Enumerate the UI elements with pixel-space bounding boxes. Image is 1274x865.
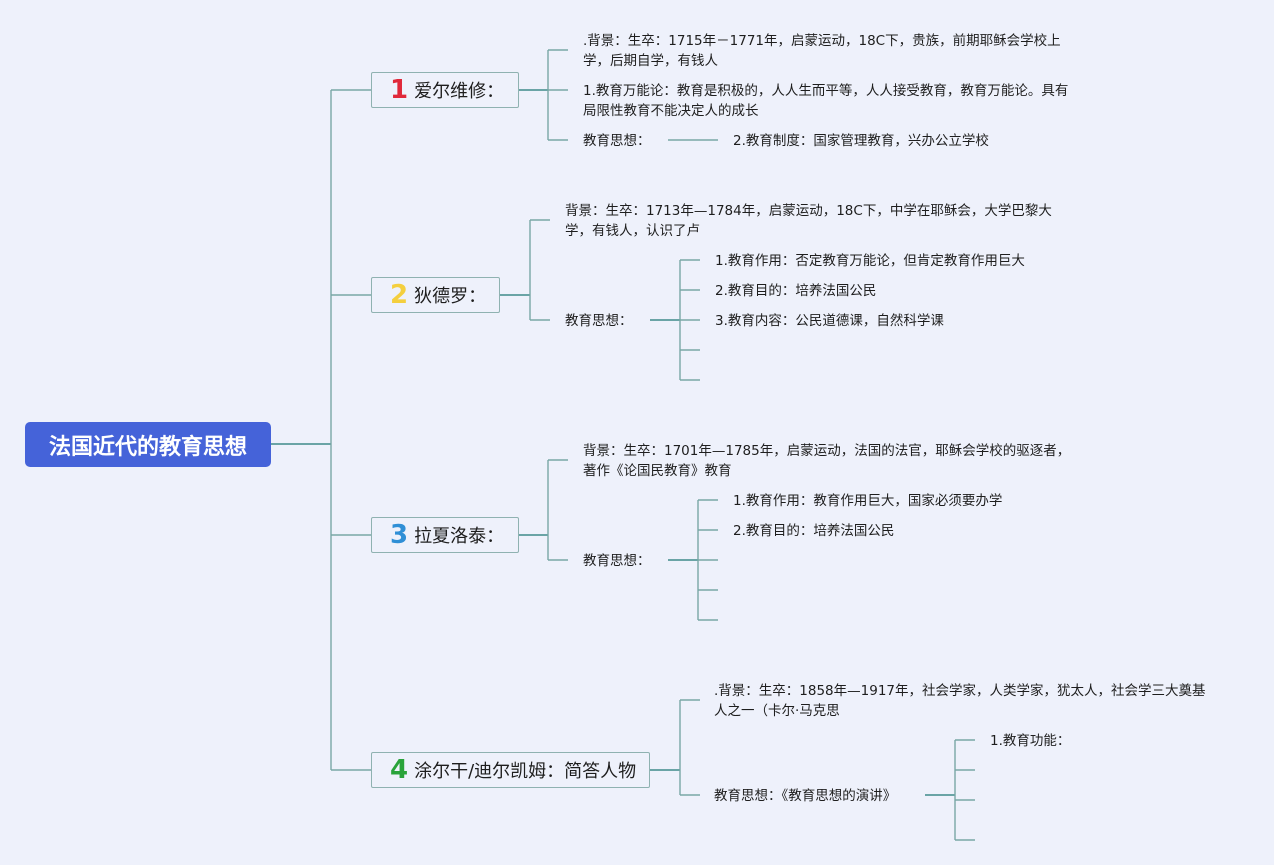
topic-label: 狄德罗： xyxy=(414,286,487,307)
helvetius-point-2[interactable]: 2.教育制度：国家管理教育，兴办公立学校 xyxy=(733,133,989,149)
priority-3-icon: 3 xyxy=(390,520,409,550)
la-chalotais-background[interactable]: 背景：生卒：1701年—1785年，启蒙运动，法国的法官，耶稣会学校的驱逐者，著… xyxy=(583,443,1071,479)
topic-label: 拉夏洛泰： xyxy=(414,526,505,547)
topic-diderot[interactable]: 2 狄德罗： xyxy=(371,277,500,313)
topic-durkheim[interactable]: 4 涂尔干/迪尔凯姆：简答人物 xyxy=(371,752,650,788)
la-chalotais-item-1[interactable]: 1.教育作用：教育作用巨大，国家必须要办学 xyxy=(733,493,1003,509)
diderot-background[interactable]: 背景：生卒：1713年—1784年，启蒙运动，18C下，中学在耶稣会，大学巴黎大… xyxy=(565,203,1052,239)
diderot-thought[interactable]: 教育思想： xyxy=(565,313,633,329)
helvetius-point-1[interactable]: 1.教育万能论：教育是积极的，人人生而平等，人人接受教育，教育万能论。具有局限性… xyxy=(583,83,1069,119)
root-label: 法国近代的教育思想 xyxy=(48,434,247,460)
la-chalotais-thought[interactable]: 教育思想： xyxy=(583,553,651,569)
diderot-item-3[interactable]: 3.教育内容：公民道德课，自然科学课 xyxy=(715,313,944,329)
durkheim-thought[interactable]: 教育思想：《教育思想的演讲》 xyxy=(714,788,897,804)
topic-la-chalotais[interactable]: 3 拉夏洛泰： xyxy=(371,517,519,553)
la-chalotais-item-2[interactable]: 2.教育目的：培养法国公民 xyxy=(733,523,895,539)
durkheim-item-1[interactable]: 1.教育功能： xyxy=(990,733,1071,749)
diderot-item-1[interactable]: 1.教育作用：否定教育万能论，但肯定教育作用巨大 xyxy=(715,253,1025,269)
root-topic[interactable]: 法国近代的教育思想 xyxy=(25,422,271,467)
diderot-item-2[interactable]: 2.教育目的：培养法国公民 xyxy=(715,283,877,299)
helvetius-thought[interactable]: 教育思想： xyxy=(583,133,651,149)
topic-label: 爱尔维修： xyxy=(414,81,505,102)
helvetius-background[interactable]: .背景：生卒：1715年－1771年，启蒙运动，18C下，贵族，前期耶稣会学校上… xyxy=(583,33,1061,69)
priority-1-icon: 1 xyxy=(390,75,409,105)
durkheim-background[interactable]: .背景：生卒：1858年—1917年，社会学家，人类学家，犹太人，社会学三大奠基… xyxy=(714,683,1206,719)
priority-4-icon: 4 xyxy=(390,755,409,785)
topic-label: 涂尔干/迪尔凯姆：简答人物 xyxy=(414,761,637,782)
topic-helvetius[interactable]: 1 爱尔维修： xyxy=(371,72,519,108)
priority-2-icon: 2 xyxy=(390,280,409,310)
